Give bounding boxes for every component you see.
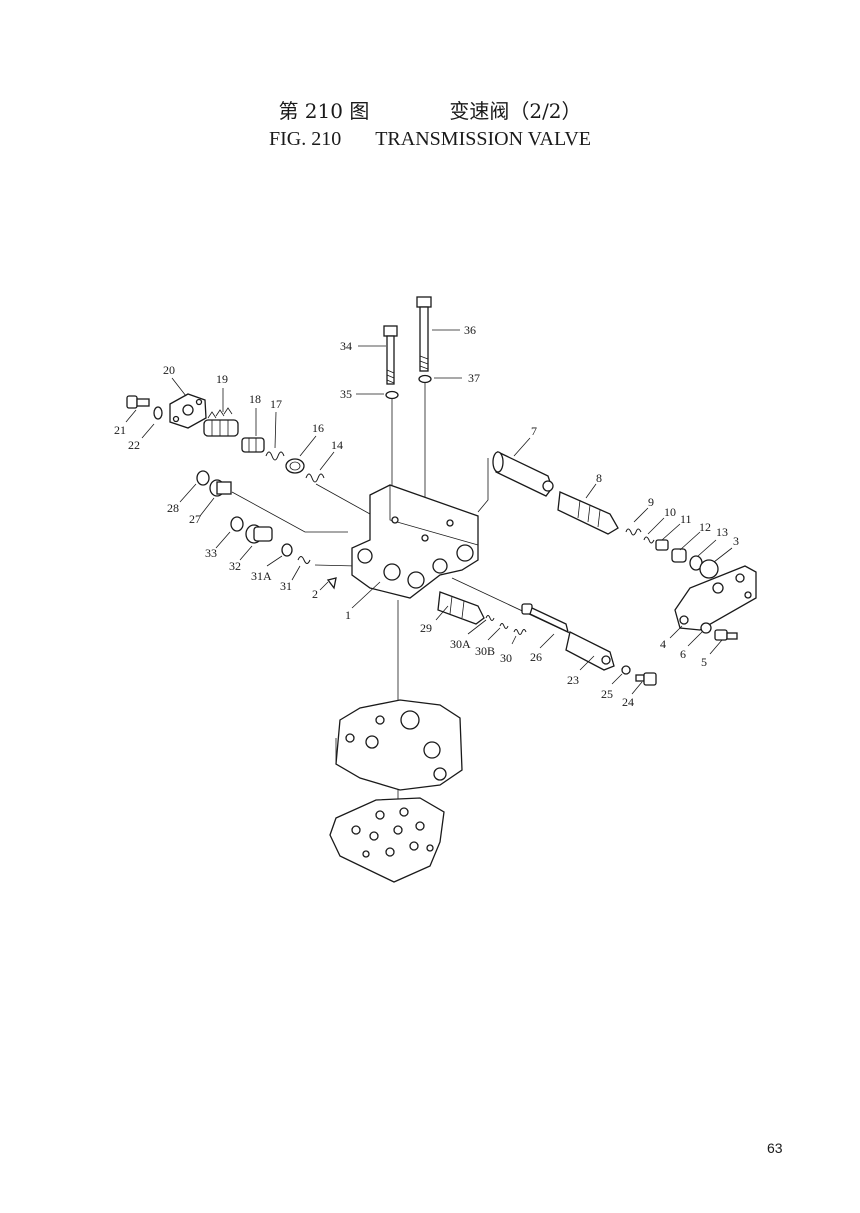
callout-3: 3 — [733, 534, 739, 548]
callout-12: 12 — [699, 520, 711, 534]
callout-31A: 31A — [251, 569, 272, 583]
o-ring-3 — [699, 559, 719, 579]
callout-10: 10 — [664, 505, 676, 519]
spring-10 — [643, 536, 655, 544]
bolt-34 — [383, 325, 398, 385]
flange-cover-20 — [169, 393, 207, 429]
callout-30A: 30A — [450, 637, 471, 651]
lower-valve-housing — [335, 699, 463, 791]
callout-31: 31 — [280, 579, 292, 593]
callout-37: 37 — [468, 371, 480, 385]
spool-26 — [521, 603, 569, 634]
callout-4: 4 — [660, 637, 666, 651]
callout-25: 25 — [601, 687, 613, 701]
spring-17 — [265, 451, 285, 461]
ring-28 — [196, 470, 210, 486]
figure-number-cn: 第 210 图 — [278, 99, 370, 123]
callout-32: 32 — [229, 559, 241, 573]
plug-12 — [671, 548, 687, 563]
callout-16: 16 — [312, 421, 324, 435]
callout-22: 22 — [128, 438, 140, 452]
callout-18: 18 — [249, 392, 261, 406]
callout-27: 27 — [189, 512, 201, 526]
spring-31 — [297, 556, 311, 564]
callout-23: 23 — [567, 673, 579, 687]
callout-17: 17 — [270, 397, 282, 411]
callout-28: 28 — [167, 501, 179, 515]
washer-6 — [700, 622, 712, 634]
callout-1: 1 — [345, 608, 351, 622]
figure-name-cn: 变速阀（2/2） — [449, 99, 582, 123]
spool-7 — [492, 451, 554, 497]
ring-33 — [230, 516, 244, 532]
valve-body-1 — [351, 484, 479, 599]
bolt-21 — [126, 395, 150, 409]
callout-2: 2 — [312, 587, 318, 601]
figure-name-en: TRANSMISSION VALVE — [375, 128, 592, 150]
figure-number-en: FIG. 210 — [268, 128, 342, 150]
plug-27 — [209, 479, 232, 497]
spool-19 — [203, 407, 239, 437]
callout-20: 20 — [163, 363, 175, 377]
spool-8 — [557, 491, 619, 535]
cover-plate-4 — [674, 565, 757, 631]
callout-19: 19 — [216, 372, 228, 386]
callout-29: 29 — [420, 621, 432, 635]
callout-13: 13 — [716, 525, 728, 539]
callout-21: 21 — [114, 423, 126, 437]
callout-5: 5 — [701, 655, 707, 669]
pin-2 — [326, 577, 337, 590]
callout-24: 24 — [622, 695, 634, 709]
bolt-5 — [714, 629, 738, 641]
separator-plate — [329, 797, 445, 883]
callout-11: 11 — [680, 512, 692, 526]
callout-8: 8 — [596, 471, 602, 485]
spring-30B — [499, 623, 509, 629]
callout-33: 33 — [205, 546, 217, 560]
callout-35: 35 — [340, 387, 352, 401]
washer-35 — [385, 390, 399, 400]
washer-37 — [418, 374, 432, 384]
ring-31A — [281, 543, 293, 557]
leader-lines — [125, 329, 733, 695]
plug-32 — [245, 524, 273, 544]
bolt-24 — [635, 672, 657, 686]
figure-title-chinese: 第 210 图 变速阀（2/2） — [0, 95, 860, 124]
ring-16 — [285, 458, 305, 474]
retainer-11 — [655, 539, 669, 551]
spring-14 — [305, 473, 325, 483]
callout-7: 7 — [531, 424, 537, 438]
callout-34: 34 — [340, 339, 352, 353]
callout-6: 6 — [680, 647, 686, 661]
piston-18 — [241, 437, 265, 453]
washer-22 — [153, 406, 163, 420]
spring-30A — [485, 615, 495, 621]
spring-30 — [513, 629, 527, 635]
callout-14: 14 — [331, 438, 343, 452]
callout-30B: 30B — [475, 644, 495, 658]
spool-29 — [437, 591, 485, 625]
piston-23 — [565, 631, 615, 671]
callout-9: 9 — [648, 495, 654, 509]
page-number: 63 — [767, 1140, 783, 1156]
spring-9 — [625, 528, 642, 536]
callout-26: 26 — [530, 650, 542, 664]
callout-36: 36 — [464, 323, 476, 337]
figure-title-english: FIG. 210 TRANSMISSION VALVE — [0, 128, 860, 151]
washer-25 — [621, 665, 631, 675]
bolt-36 — [416, 296, 432, 372]
callout-30: 30 — [500, 651, 512, 665]
